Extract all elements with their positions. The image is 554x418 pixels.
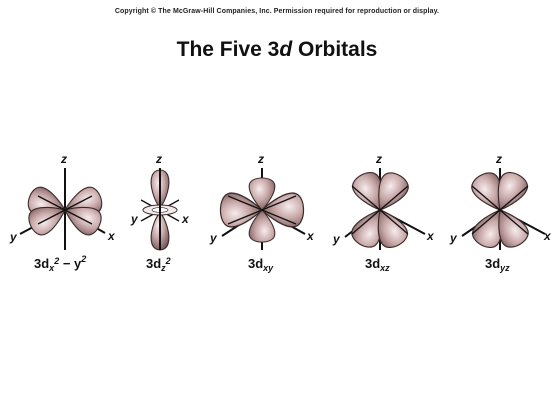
axis-overlay	[37, 195, 93, 225]
orbital-3dxz: z y x 3dxz	[332, 152, 435, 273]
orbital-label: 3dz2	[146, 256, 171, 273]
orbital-label: 3dyz	[485, 256, 510, 273]
y-label: y	[449, 231, 458, 245]
x-label: x	[543, 229, 552, 243]
axis-overlay	[227, 195, 297, 225]
orbital-label: 3dxz	[365, 256, 390, 273]
orbital-3dx2-y2: z y x 3dx2 − y2	[9, 152, 116, 273]
x-label: x	[181, 212, 190, 226]
title-prefix: The Five 3	[176, 38, 280, 61]
z-label: z	[495, 152, 502, 166]
x-label: x	[426, 229, 435, 243]
page-title: The Five 3d Orbitals	[0, 38, 554, 62]
y-label: y	[130, 212, 139, 226]
z-label: z	[60, 152, 67, 166]
z-label: z	[375, 152, 382, 166]
x-label: x	[107, 229, 116, 243]
y-label: y	[332, 232, 341, 246]
y-label: y	[209, 231, 218, 245]
axis-overlay	[351, 185, 409, 235]
orbital-label: 3dxy	[248, 256, 274, 273]
axis-overlay	[471, 185, 529, 235]
orbital-3dz2: z y x 3dz2	[130, 152, 190, 273]
y-label: y	[9, 230, 18, 244]
orbital-3dyz: z y x 3dyz	[449, 152, 552, 273]
title-italic: d	[279, 38, 293, 61]
title-suffix: Orbitals	[292, 38, 378, 61]
orbital-3dxy: z y x 3dxy	[209, 152, 315, 273]
copyright-notice: Copyright © The McGraw-Hill Companies, I…	[114, 8, 440, 15]
x-label: x	[306, 229, 315, 243]
z-label: z	[257, 152, 264, 166]
z-label: z	[155, 152, 162, 166]
orbital-label: 3dx2 − y2	[34, 254, 86, 273]
